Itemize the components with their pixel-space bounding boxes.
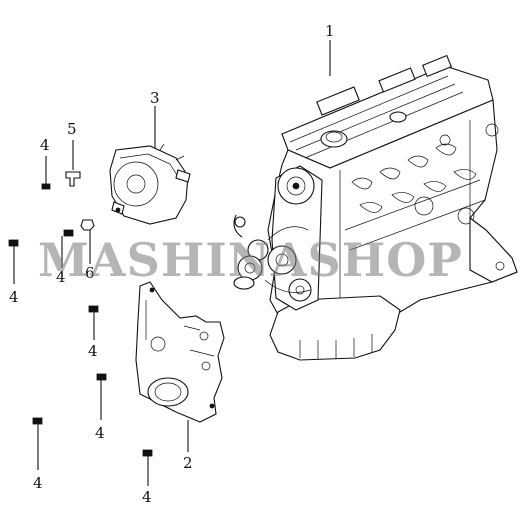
callout-3: 3 [150,89,160,107]
callout-6: 6 [85,264,95,282]
callout-4-d: 4 [88,342,98,360]
callout-1: 1 [325,22,335,40]
fasteners [8,140,153,486]
callout-4-f: 4 [33,474,43,492]
callout-4-c: 4 [56,268,66,286]
upper-timing-cover [109,143,191,225]
callout-4-e: 4 [95,424,105,442]
callout-4-b: 4 [9,288,19,306]
callout-5: 5 [67,120,77,138]
callout-2: 2 [183,454,193,472]
watermark-text: MASHINASHOP [38,233,463,287]
callout-4-a: 4 [40,136,50,154]
engine-assembly [233,54,518,361]
lower-timing-cover [135,281,225,423]
callout-4-g: 4 [142,488,152,506]
leader-lines [154,40,331,452]
callout-labels: 1 3 5 4 4 4 6 4 4 4 4 2 [9,22,335,506]
